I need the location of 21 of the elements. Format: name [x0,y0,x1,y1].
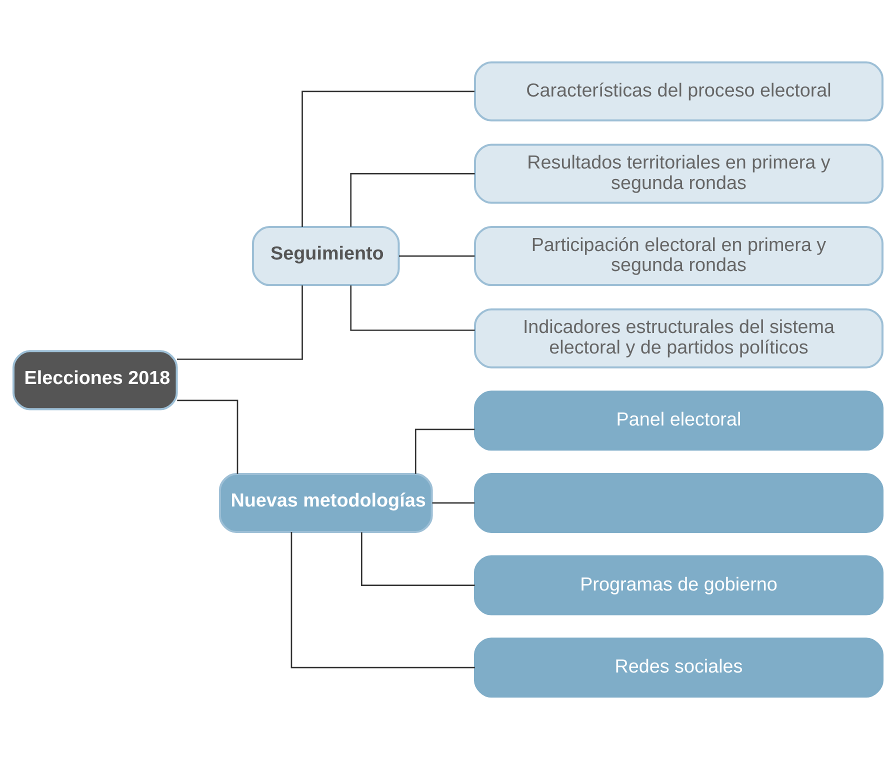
node-box: Nuevas metodologías [218,472,433,532]
connector [360,532,475,586]
node-box: Participación electoral en primera y segunda rondas [474,226,884,286]
connector [290,532,475,668]
connector [302,90,475,226]
node-box: Redes sociales [474,637,884,698]
node-box: Resultados territoriales en primera y segunda rondas [474,143,884,204]
node-box: Programas de gobierno [474,554,884,615]
connector [177,284,303,360]
node-box: Panel electoral [474,390,884,450]
node-box: Elecciones 2018 [12,350,178,410]
connector [177,399,238,474]
connector [350,172,475,226]
node-box: Características del proceso electoral [474,60,884,121]
node-box: Seguimiento [252,226,400,286]
connector [350,284,475,330]
node-box [474,472,884,532]
connector [399,254,475,256]
node-box: Indicadores estructurales del sistema electoral y de partidos políticos [474,308,884,368]
connector [432,502,475,504]
connector [414,428,475,474]
